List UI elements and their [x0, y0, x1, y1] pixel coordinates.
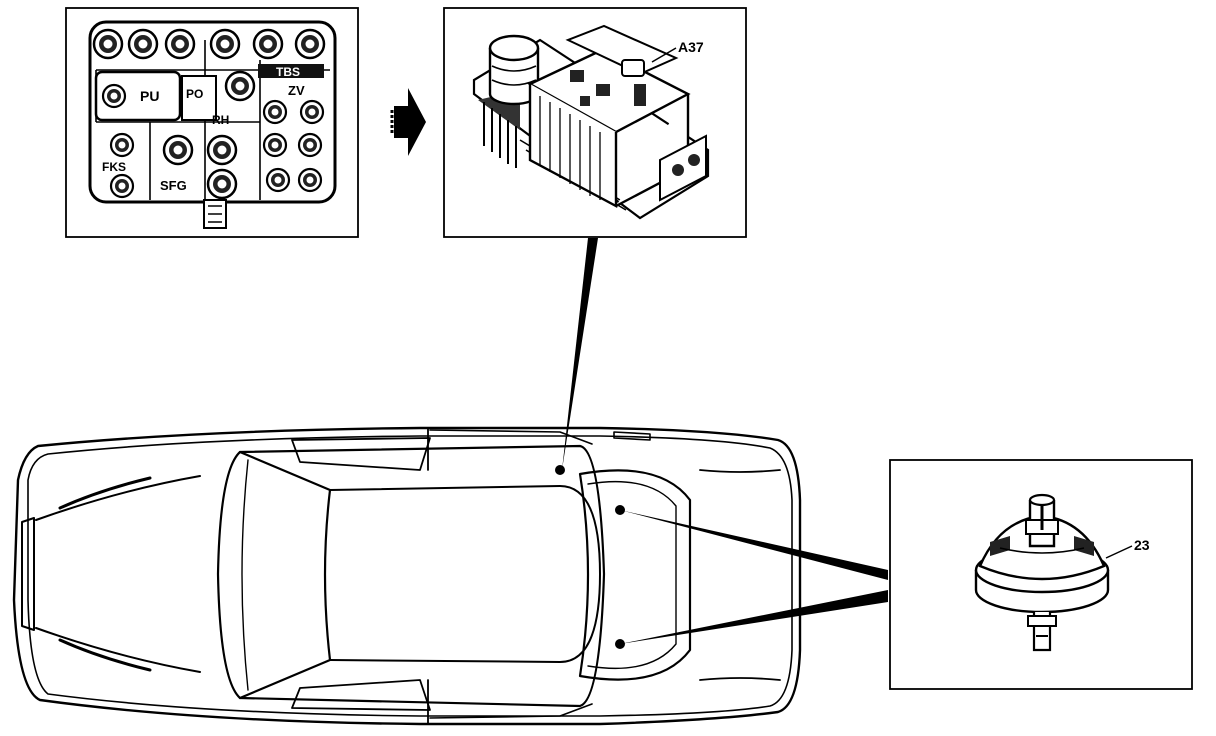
callout-a37: A37 [678, 39, 704, 55]
connector [252, 28, 284, 60]
door-right [291, 679, 431, 711]
right-arrow-icon [390, 88, 426, 156]
connector [297, 132, 323, 158]
connector [127, 28, 159, 60]
control-module-inset: A37 [443, 7, 747, 238]
connector [209, 28, 241, 60]
connector [109, 132, 135, 158]
car-body-inner [27, 435, 793, 717]
label-po: PO [186, 87, 203, 101]
roof [329, 485, 601, 663]
pointer-dot [555, 465, 565, 475]
connector [109, 173, 135, 199]
label-sfg: SFG [160, 178, 187, 193]
front-bumper [21, 517, 35, 631]
connector [101, 83, 127, 109]
label-tbs: TBS [276, 65, 300, 79]
connector [206, 168, 238, 200]
car-body [12, 426, 802, 726]
connector [164, 28, 196, 60]
pointer-dot [615, 639, 625, 649]
pointer-to-module [562, 238, 598, 470]
label-fks: FKS [102, 160, 126, 174]
connector [92, 28, 124, 60]
door-left [291, 437, 431, 471]
pointer-dot [615, 505, 625, 515]
callout-23: 23 [1134, 537, 1150, 553]
connector [224, 70, 256, 102]
connector [262, 132, 288, 158]
pointer-to-vacuum-element-rear [620, 590, 888, 644]
po-relay [181, 75, 217, 121]
connector [265, 167, 291, 193]
connector [299, 99, 325, 125]
vacuum-element-inset: 23 [889, 459, 1193, 690]
pointer-to-vacuum-element-front [620, 510, 888, 580]
pu-relay [94, 70, 182, 122]
capacitor [488, 34, 540, 106]
connector [162, 134, 194, 166]
connector [262, 99, 288, 125]
windshield [238, 450, 332, 700]
vacuum-element [974, 493, 1110, 652]
fuse-panel-inset: PU PO TBS ZV RH SFG FKS [65, 7, 359, 238]
connector [294, 28, 326, 60]
tbs-tag [258, 64, 324, 78]
label-rh: RH [212, 113, 229, 127]
label-zv: ZV [288, 83, 305, 98]
car-top-view [12, 426, 802, 726]
connector [297, 167, 323, 193]
car-cabin [216, 444, 606, 708]
label-pu: PU [140, 88, 159, 104]
connector [206, 134, 238, 166]
rear-window [578, 469, 692, 681]
